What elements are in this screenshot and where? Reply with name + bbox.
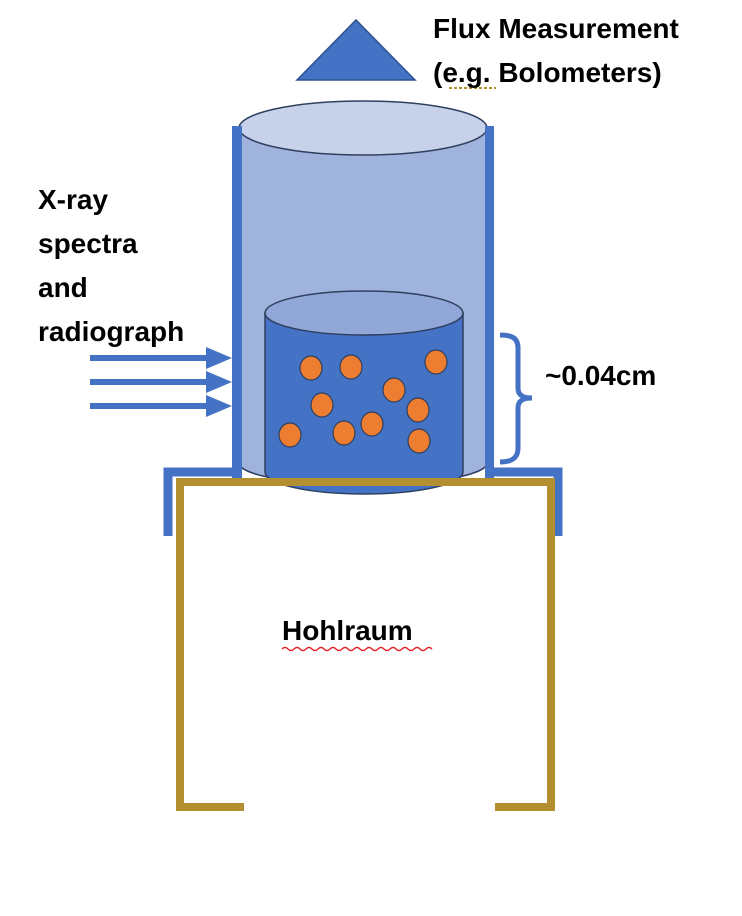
spellcheck-underline <box>281 646 433 652</box>
particle <box>299 355 323 381</box>
inner-cylinder-top <box>264 290 464 336</box>
flux-arrow-icon <box>295 18 417 81</box>
particle <box>310 392 334 418</box>
xray-label: X-ray spectra and radiograph <box>38 178 184 354</box>
xray-label-line: X-ray <box>38 184 109 215</box>
hohlraum-left-wall <box>176 478 555 811</box>
particles <box>278 349 448 454</box>
particle <box>424 349 448 375</box>
hohlraum-label: Hohlraum <box>282 615 413 646</box>
xray-label-line: and <box>38 272 88 303</box>
particle <box>278 422 302 448</box>
flux-measurement-label: Flux Measurement <box>433 13 679 44</box>
arrowhead-icon <box>206 395 232 417</box>
inner-cylinder-body <box>264 312 464 495</box>
arrowhead-icon <box>206 347 232 369</box>
width-label: ~0.04cm <box>545 360 657 391</box>
outer-cylinder-top <box>238 100 488 156</box>
xray-label-line: radiograph <box>38 316 185 347</box>
width-brace <box>499 332 533 465</box>
arrowhead-icon <box>206 371 232 393</box>
bolometers-label: (e.g. Bolometers) <box>433 57 662 88</box>
left-shield-wall <box>232 126 242 478</box>
left-shield-foot <box>163 467 237 536</box>
particle <box>360 411 384 437</box>
right-shield-foot <box>490 467 563 536</box>
arrowheads <box>206 347 232 417</box>
right-shield-wall <box>485 126 494 478</box>
xray-arrows <box>90 355 222 409</box>
particle <box>382 377 406 403</box>
particle <box>406 397 430 423</box>
particle <box>332 420 356 446</box>
xray-label-line: spectra <box>38 228 138 259</box>
particle <box>407 428 431 454</box>
particle <box>339 354 363 380</box>
